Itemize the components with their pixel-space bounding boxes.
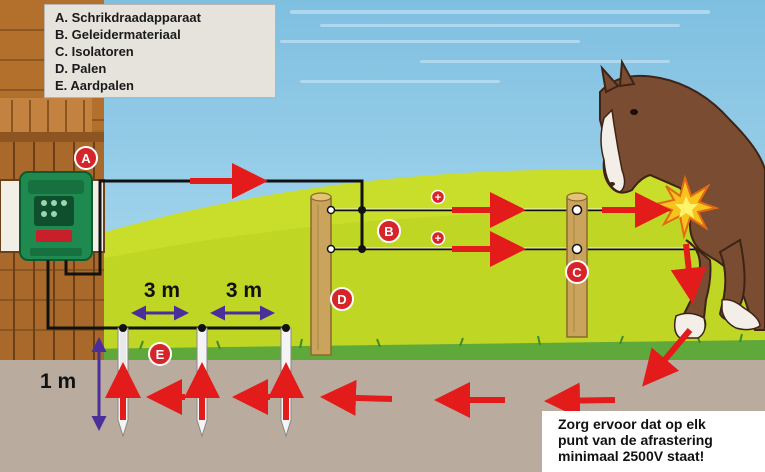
current-arrows: [105, 163, 707, 420]
spacing-label-right: 3 m: [226, 279, 262, 302]
marker-e-label: E: [156, 347, 165, 362]
legend-item-e: E. Aardpalen: [55, 78, 134, 93]
grass-strip: [0, 340, 765, 362]
depth-label: 1 m: [40, 370, 76, 393]
marker-d: D: [330, 287, 354, 311]
marker-c-label: C: [572, 265, 582, 280]
insulators: [326, 204, 583, 255]
voltage-note-line-2: punt van de afrastering: [558, 432, 713, 448]
marker-a: A: [74, 146, 98, 170]
plus-marker-top: +: [430, 189, 446, 205]
spark: [652, 174, 720, 240]
legend-item-d: D. Palen: [55, 61, 107, 76]
marker-b: B: [377, 219, 401, 243]
dimension-arrows: [91, 305, 275, 431]
marker-e: E: [148, 342, 172, 366]
marker-a-label: A: [81, 151, 91, 166]
legend-item-b: B. Geleidermateriaal: [55, 27, 181, 42]
spacing-label-left: 3 m: [144, 279, 180, 302]
plus-marker-bottom: +: [430, 230, 446, 246]
horse: [599, 58, 765, 339]
plus-sign-top: +: [435, 192, 441, 204]
marker-d-label: D: [337, 292, 346, 307]
plus-sign-bottom: +: [435, 233, 441, 245]
sky-streaks: [280, 10, 710, 83]
fence-post-left: [310, 192, 332, 356]
voltage-note: Zorg ervoor dat op elk punt van de afras…: [542, 411, 765, 472]
legend-item-a: A. Schrikdraadapparaat: [55, 10, 201, 25]
voltage-note-line-3: minimaal 2500V staat!: [558, 448, 705, 464]
marker-c: C: [565, 260, 589, 284]
marker-b-label: B: [384, 224, 393, 239]
voltage-note-line-1: Zorg ervoor dat op elk: [558, 416, 706, 432]
legend-item-c: C. Isolatoren: [55, 44, 134, 59]
legend-box: A. Schrikdraadapparaat B. Geleidermateri…: [44, 4, 276, 98]
energizer-device: [19, 171, 93, 261]
